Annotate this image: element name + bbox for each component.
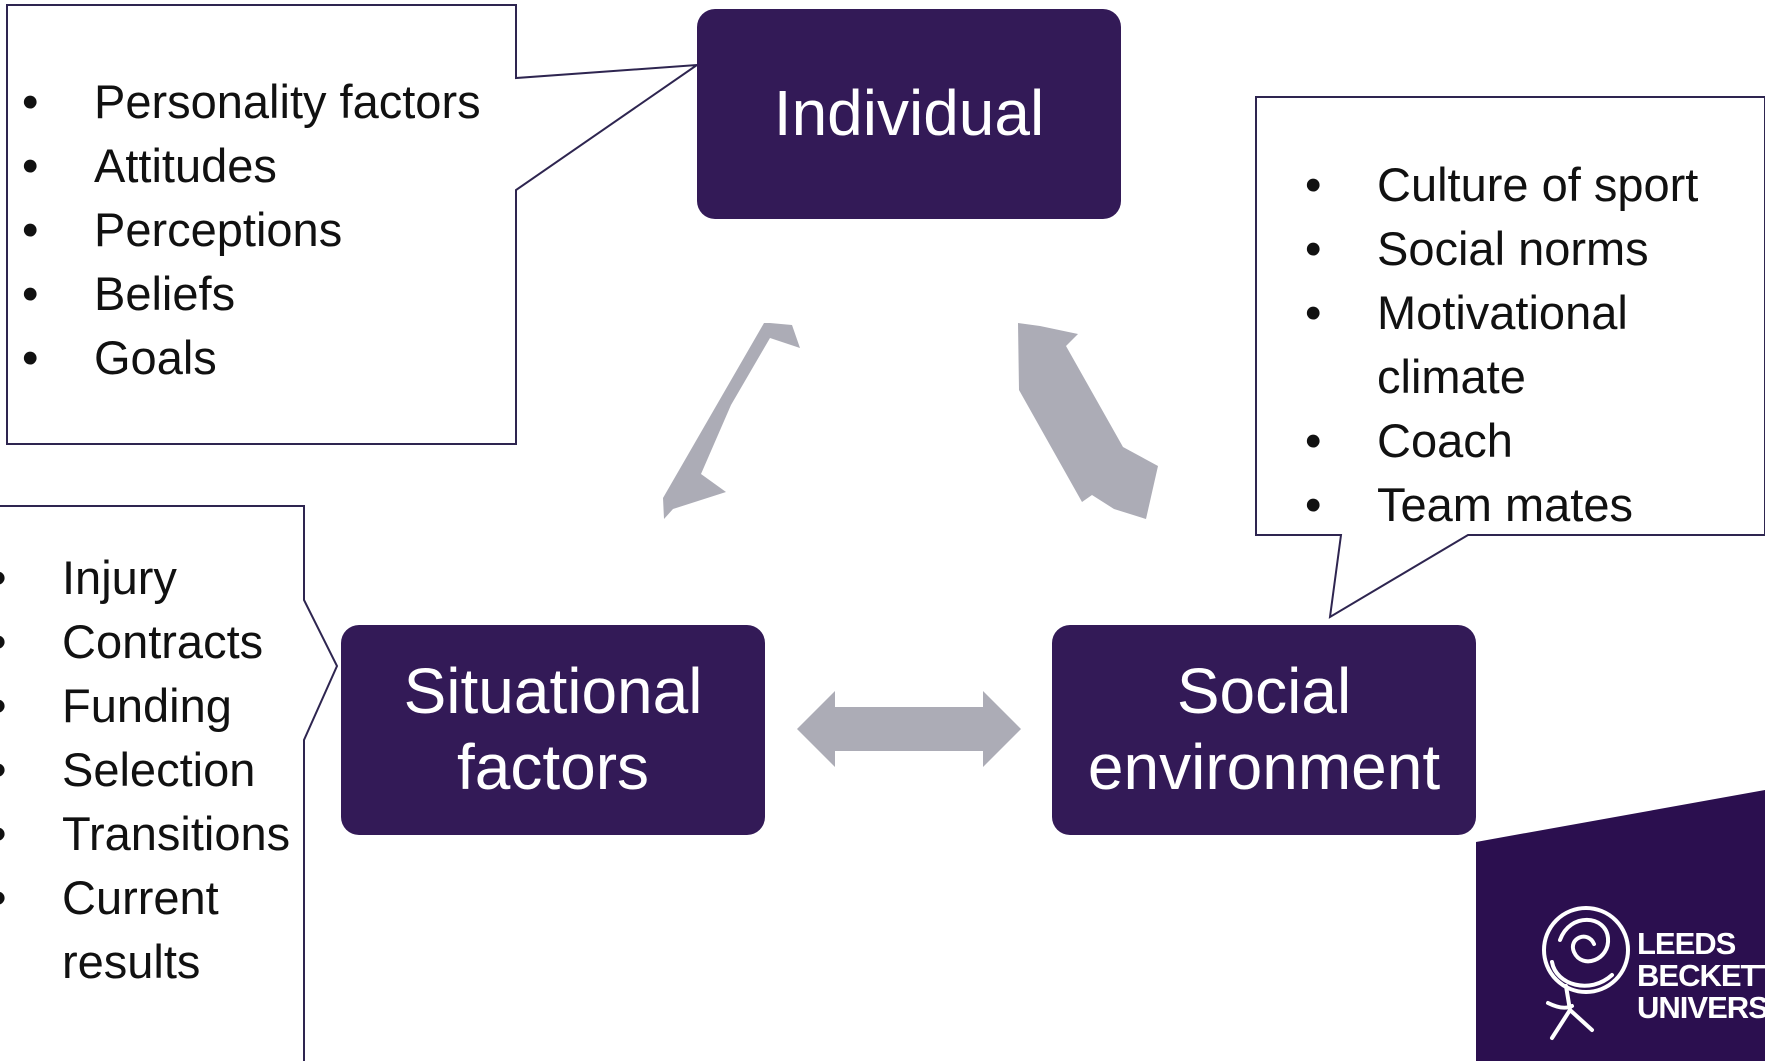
bullet: • [1305,158,1322,211]
list-item: •Funding [0,674,292,738]
list-item: •Perceptions [22,198,481,262]
bullet: • [0,546,62,610]
list-item: •Motivational climate [1305,281,1677,409]
individual-factors-list: •Personality factors •Attitudes •Percept… [22,70,481,390]
bullet: • [1305,414,1322,467]
bullet: • [0,738,62,802]
bullet: • [22,139,39,192]
node-social-line-1: Social [1176,655,1352,728]
arrow-individual-situational [663,323,800,519]
node-situational-line-1: Situational [403,655,703,728]
arrow-individual-social [1018,323,1158,519]
bullet: • [22,203,39,256]
list-item: •Attitudes [22,134,481,198]
node-social-line-2: environment [1087,731,1441,803]
logo-wordmark: LEEDS BECKETT UNIVERSITY [1637,928,1765,1024]
logo-line-1: LEEDS [1637,926,1736,961]
bullet: • [1305,478,1322,531]
social-environment-list: •Culture of sport •Social norms •Motivat… [1305,153,1698,537]
bullet: • [0,674,62,738]
list-item: •Beliefs [22,262,481,326]
university-logo: LEEDS BECKETT UNIVERSITY [1476,790,1765,1061]
list-item: •Transitions [0,802,292,866]
node-situational-line-2: factors [456,731,650,803]
list-item: •Social norms [1305,217,1698,281]
list-item: •Culture of sport [1305,153,1698,217]
list-item: •Injury [0,546,292,610]
callout-situational [0,505,339,1061]
list-item: •Contracts [0,610,292,674]
situational-factors-list: •Injury •Contracts •Funding •Selection •… [0,546,292,994]
logo-line-2: BECKETT [1637,958,1765,993]
bullet: • [22,331,39,384]
list-item: •Current results [0,866,292,994]
bullet: • [1305,222,1322,275]
list-item: •Personality factors [22,70,481,134]
bullet: • [0,610,62,674]
bullet: • [22,75,39,128]
list-item: •Goals [22,326,481,390]
logo-line-3: UNIVERSITY [1637,990,1765,1025]
bullet: • [1305,286,1322,339]
bullet: • [22,267,39,320]
list-item: •Team mates [1305,473,1698,537]
node-situational-factors: Situational factors [341,625,765,835]
node-social-environment: Social environment [1052,625,1476,835]
callout-individual [6,4,701,445]
node-individual: Individual [697,9,1121,219]
rose-icon [1542,906,1630,1040]
node-individual-line-1: Individual [773,77,1045,150]
list-item: •Selection [0,738,292,802]
callout-social [1255,96,1765,619]
bullet: • [0,866,62,930]
list-item: •Coach [1305,409,1698,473]
bullet: • [0,802,62,866]
arrow-situational-social [797,691,1021,767]
